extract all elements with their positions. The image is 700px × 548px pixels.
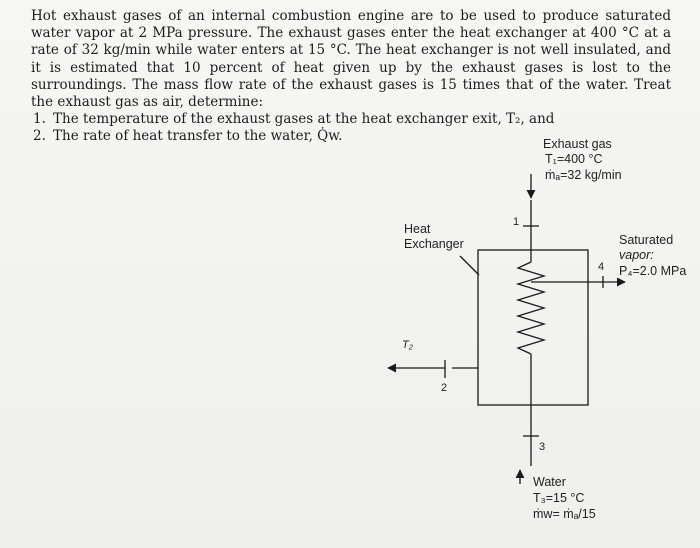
- problem-statement: Hot exhaust gases of an internal combust…: [31, 8, 671, 146]
- water-coil: [515, 261, 547, 355]
- water-mass-flow: ṁw= ṁₐ/15: [533, 507, 596, 521]
- problem-intro: Hot exhaust gases of an internal combust…: [31, 8, 671, 111]
- question-text: The temperature of the exhaust gases at …: [53, 111, 555, 128]
- water-title: Water: [533, 475, 566, 489]
- question-item: 1. The temperature of the exhaust gases …: [33, 111, 671, 128]
- heat-exchanger-shell: [477, 249, 589, 406]
- state-1-label: 1: [513, 216, 520, 228]
- state-4-label: 4: [598, 261, 605, 273]
- t2-label: T₂: [402, 339, 413, 351]
- heat-exchanger-label-line1: Heat: [404, 222, 431, 236]
- vapor-label: vapor:: [619, 248, 654, 262]
- state-2-label: 2: [441, 382, 448, 394]
- question-number: 2.: [33, 128, 46, 145]
- state-3-label: 3: [539, 441, 546, 453]
- exhaust-gas-title: Exhaust gas: [543, 137, 612, 151]
- question-text: The rate of heat transfer to the water, …: [53, 128, 343, 145]
- question-list: 1. The temperature of the exhaust gases …: [31, 111, 671, 145]
- question-number: 1.: [33, 111, 46, 128]
- water-inlet-temp: T₃=15 °C: [533, 491, 585, 505]
- heat-exchanger-label-line2: Exchanger: [404, 237, 464, 251]
- vapor-pressure: P₄=2.0 MPa: [619, 264, 687, 278]
- heat-exchanger-leader: [459, 255, 480, 276]
- saturated-vapor-label: Saturated: [619, 233, 674, 247]
- exhaust-inlet-temp: T₁=400 °C: [545, 152, 603, 166]
- exhaust-mass-flow: ṁₐ=32 kg/min: [545, 168, 622, 182]
- question-item: 2. The rate of heat transfer to the wate…: [33, 128, 671, 145]
